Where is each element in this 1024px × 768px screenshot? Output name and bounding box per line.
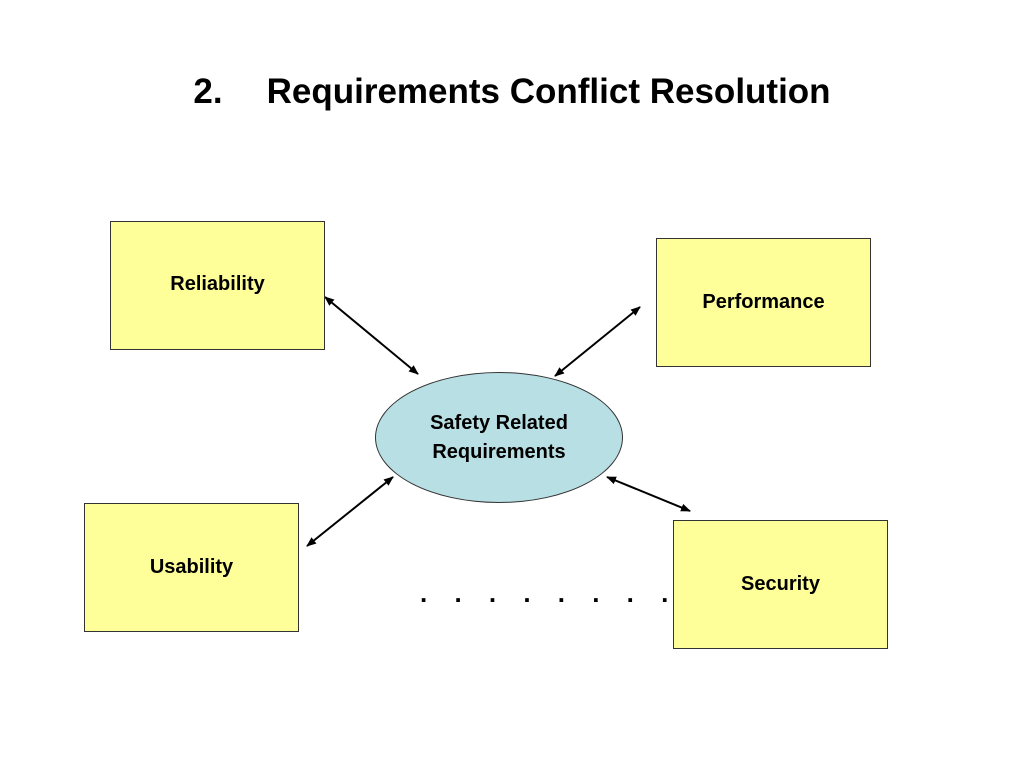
- center-node-safety-requirements: Safety Related Requirements: [375, 372, 623, 503]
- node-security-label: Security: [741, 573, 820, 595]
- arrow-usability: [306, 476, 394, 547]
- node-usability: Usability: [84, 503, 299, 632]
- node-usability-label: Usability: [149, 556, 234, 578]
- node-reliability-label: Reliability: [170, 273, 265, 295]
- arrow-performance: [554, 306, 641, 377]
- slide-title: 2. Requirements Conflict Resolution: [0, 72, 1024, 112]
- title-number: 2.: [193, 72, 223, 111]
- node-performance: Performance: [656, 238, 871, 367]
- center-node-line2: Requirements: [432, 440, 566, 463]
- node-reliability: Reliability: [110, 221, 325, 350]
- node-performance-label: Performance: [702, 291, 825, 313]
- title-text: Requirements Conflict Resolution: [266, 72, 831, 111]
- node-security: Security: [673, 520, 888, 649]
- arrow-security: [606, 476, 691, 512]
- arrow-reliability: [324, 296, 419, 375]
- center-node-line1: Safety Related: [430, 411, 568, 434]
- more-requirements-ellipsis: . . . . . . . .: [420, 578, 679, 608]
